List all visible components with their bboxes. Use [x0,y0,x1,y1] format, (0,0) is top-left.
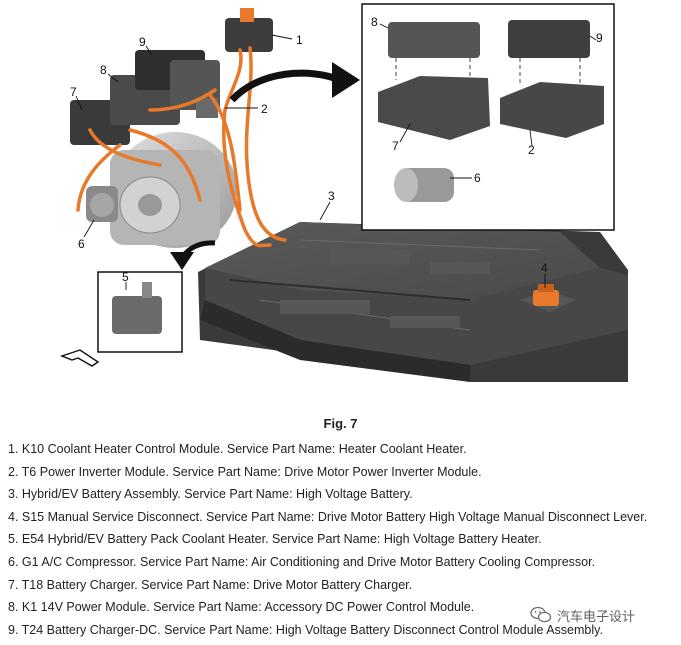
legend-item: 2. T6 Power Inverter Module. Service Par… [8,464,482,479]
callout-4: 4 [541,261,548,275]
legend-item: 1. K10 Coolant Heater Control Module. Se… [8,442,467,456]
drive-motor-unit [110,132,237,248]
inset-callout-2: 2 [528,143,535,157]
legend-item: 4. S15 Manual Service Disconnect. Servic… [8,509,648,524]
legend-item: 9. T24 Battery Charger-DC. Service Part … [8,622,603,637]
ac-compressor-left [86,186,118,222]
callout-leaders [75,23,597,290]
callout-1: 1 [296,33,303,47]
component-legend: 1. K10 Coolant Heater Control Module. Se… [8,438,678,641]
legend-item: 5. E54 Hybrid/EV Battery Pack Coolant He… [8,532,542,547]
callout-9: 9 [139,35,146,49]
orange-cables [76,46,287,248]
figure-caption: Fig. 7 [323,416,358,431]
callout-8: 8 [100,63,107,77]
legend-item: 7. T18 Battery Charger. Service Part Nam… [8,577,413,592]
technical-illustration: 1 2 3 4 5 6 7 8 9 8 9 7 2 6 [59,3,628,382]
inset-callout-7: 7 [392,139,399,153]
watermark: 汽车电子设计 [530,603,680,627]
power-module-stack [70,50,220,145]
watermark-text: 汽车电子设计 [557,608,636,624]
coolant-heater-module [225,8,273,52]
callout-7: 7 [70,85,77,99]
inset-callout-8: 8 [371,15,378,29]
battery-assembly [198,222,628,382]
component-diagram: 1 2 3 4 5 6 7 8 9 8 9 7 2 6 [59,3,628,382]
wechat-icon [530,606,552,623]
inset-callout-9: 9 [596,31,603,45]
manual-service-disconnect [520,284,576,312]
callout-2: 2 [261,102,268,116]
callout-5: 5 [122,270,129,284]
detail-inset [361,3,615,231]
heater-inset [97,271,183,353]
legend-item: 6. G1 A/C Compressor. Service Part Name:… [8,554,596,569]
pointer-arrows [170,62,360,270]
legend-item: 3. Hybrid/EV Battery Assembly. Service P… [8,487,413,502]
inset-callout-6: 6 [474,171,481,185]
legend-item: 8. K1 14V Power Module. Service Part Nam… [8,600,475,615]
callout-labels: 1 2 3 4 5 6 7 8 9 8 9 7 2 6 [70,15,603,284]
callout-3: 3 [328,189,335,203]
callout-6: 6 [78,237,85,251]
front-direction-icon [59,349,100,367]
